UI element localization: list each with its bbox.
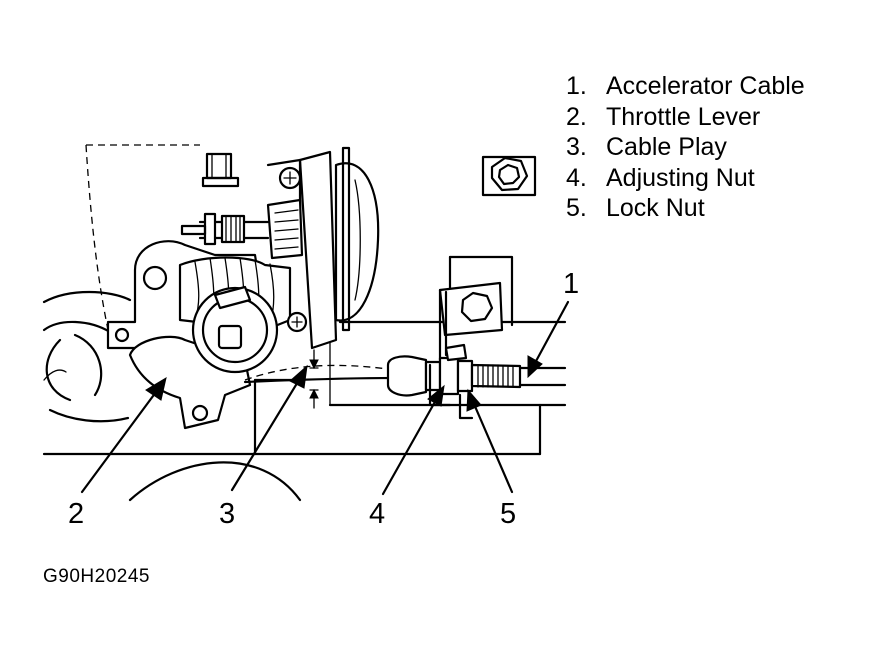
callout-lock-nut: 5 xyxy=(500,498,517,530)
legend-item: 1. Accelerator Cable xyxy=(566,71,805,102)
legend-label: Adjusting Nut xyxy=(606,163,755,192)
figure-code: G90H20245 xyxy=(43,566,150,587)
cable-play-indicator xyxy=(243,349,397,409)
legend-item: 4. Adjusting Nut xyxy=(566,163,805,194)
legend-item: 5. Lock Nut xyxy=(566,193,805,224)
callout-adjusting-nut: 4 xyxy=(369,498,386,530)
legend-label: Cable Play xyxy=(606,133,727,161)
cable-bracket xyxy=(438,281,504,362)
throttle-lever xyxy=(128,285,308,430)
legend-item: 2. Throttle Lever xyxy=(566,102,805,133)
legend-number: 2. xyxy=(566,102,587,131)
legend-label: Lock Nut xyxy=(606,194,705,222)
callout-throttle-lever: 2 xyxy=(68,498,85,530)
accelerator-cable-assembly xyxy=(386,343,567,420)
hex-bolt-upper-left xyxy=(201,152,240,188)
legend-label: Accelerator Cable xyxy=(606,72,805,100)
callout-cable-play: 3 xyxy=(219,498,236,530)
callout-arrows xyxy=(80,300,570,496)
hex-bolt-upper-right xyxy=(481,155,537,197)
legend-number: 1. xyxy=(566,72,587,100)
legend-label: Throttle Lever xyxy=(606,102,761,131)
legend: 1. Accelerator Cable 2. Throttle Lever 3. C… xyxy=(566,71,805,224)
legend-item: 3. Cable Play xyxy=(566,132,805,163)
dashpot-unit xyxy=(180,146,380,350)
legend-number: 3. xyxy=(566,133,587,161)
legend-number: 4. xyxy=(566,163,587,192)
callout-accelerator-cable: 1 xyxy=(563,268,580,300)
legend-number: 5. xyxy=(566,194,587,222)
